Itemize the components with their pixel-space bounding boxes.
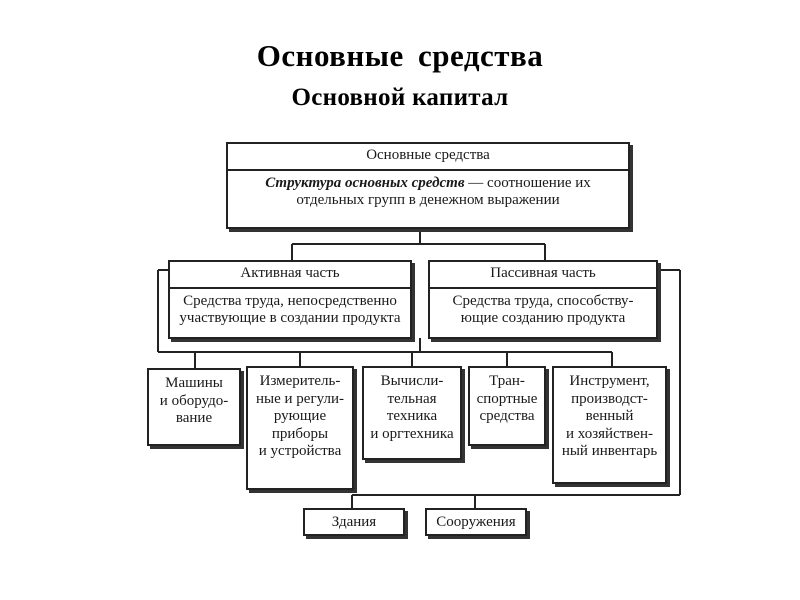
passive-part-description: Средства труда, способству-ющие созданию… xyxy=(452,292,634,327)
group-computers: Вычисли- тельная техника и оргтехника xyxy=(362,366,462,460)
fixed-assets-box: Основные средства Структура основных сре… xyxy=(226,142,630,229)
passive-part-box: Пассивная часть Средства труда, способст… xyxy=(428,260,658,339)
group-machines: Машины и оборудо- вание xyxy=(147,368,241,446)
active-part-description: Средства труда, непосредственно участвую… xyxy=(179,292,401,327)
page-subtitle: Основной капитал xyxy=(291,84,509,111)
box-buildings: Здания xyxy=(303,508,405,536)
page-title: Основные средства xyxy=(256,38,544,73)
active-part-box: Активная часть Средства труда, непосредс… xyxy=(168,260,412,339)
active-part-header: Активная часть xyxy=(170,262,410,289)
box-structures: Сооружения xyxy=(425,508,527,536)
passive-part-header: Пассивная часть xyxy=(430,262,656,289)
definition-text: — соотношение их отдельных групп в денеж… xyxy=(296,174,591,209)
group-measuring-devices: Измеритель- ные и регули- рующие приборы… xyxy=(246,366,354,490)
definition-term: Структура основных средств xyxy=(265,174,465,191)
fixed-assets-definition: Структура основных средств — соотношение… xyxy=(228,171,628,214)
group-transport: Тран- спортные средства xyxy=(468,366,546,446)
group-tools-inventory: Инструмент, производст- венный и хозяйст… xyxy=(552,366,667,484)
fixed-assets-header: Основные средства xyxy=(228,144,628,171)
